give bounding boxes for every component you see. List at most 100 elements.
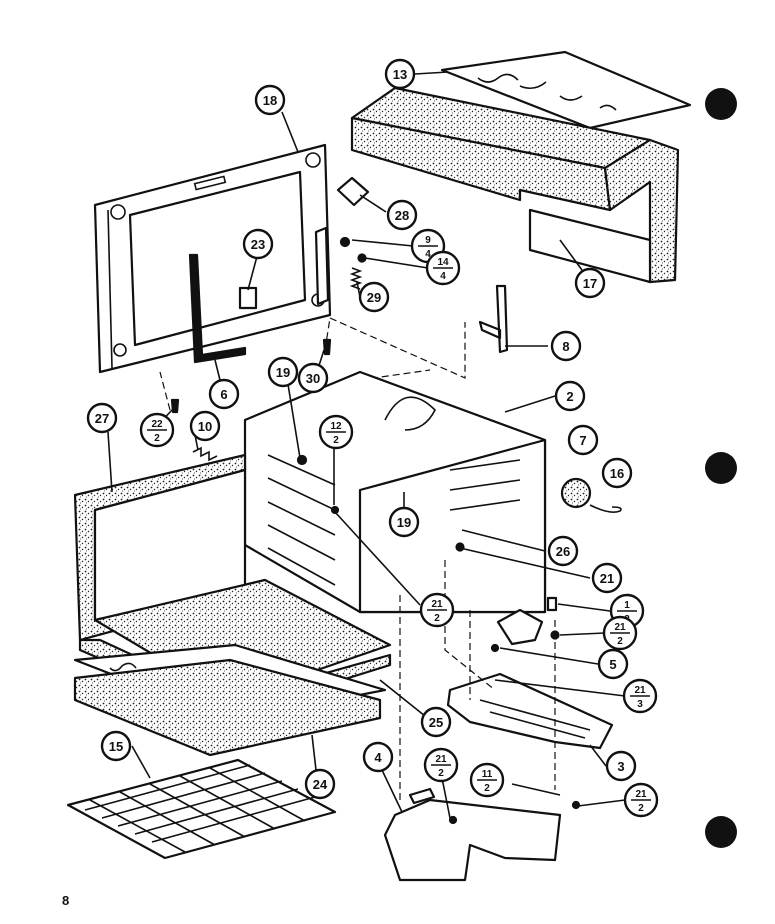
callout-label: 19 <box>397 515 411 530</box>
callout-c24: 24 <box>304 768 336 800</box>
part-clip <box>238 286 258 310</box>
callout-denominator: 2 <box>333 435 339 446</box>
callout-circle <box>605 750 637 782</box>
callout-label: 4 <box>374 750 382 765</box>
binder-hole-bottom <box>705 816 737 848</box>
callout-c2: 2 <box>554 380 586 412</box>
part-screw-22 <box>170 398 180 414</box>
callout-circle <box>254 84 286 116</box>
callout-c21a: 21 <box>591 562 623 594</box>
binder-hole-middle <box>705 452 737 484</box>
callout-label: 5 <box>609 657 616 672</box>
page-number: 8 <box>62 893 70 908</box>
callout-c11_2: 112 <box>469 762 505 798</box>
callout-circle <box>386 199 418 231</box>
callout-denominator: 2 <box>154 433 160 444</box>
callout-label: 21 <box>600 571 614 586</box>
part-small-bracket <box>546 596 558 612</box>
callout-c28: 28 <box>386 199 418 231</box>
callout-c21_2d: 212 <box>623 782 659 818</box>
part-gasket-bracket <box>188 253 247 364</box>
callout-c10: 10 <box>189 410 221 442</box>
callout-circle <box>384 58 416 90</box>
callout-c14_4: 144 <box>425 250 461 286</box>
callout-circle <box>388 506 420 538</box>
callout-c16: 16 <box>601 457 633 489</box>
callout-c19b: 19 <box>388 506 420 538</box>
part-oven-liner <box>243 370 547 614</box>
callout-label: 30 <box>306 371 320 386</box>
part-bottom-plate-clip <box>408 787 436 805</box>
callout-label: 7 <box>579 433 586 448</box>
callout-numerator: 21 <box>634 685 646 696</box>
callout-c27: 27 <box>86 402 118 434</box>
callout-c21_2b: 212 <box>602 615 638 651</box>
callout-label: 16 <box>610 466 624 481</box>
callout-circle <box>591 562 623 594</box>
callout-denominator: 3 <box>637 699 643 710</box>
callout-c29: 29 <box>358 281 390 313</box>
part-side-rail <box>314 226 330 306</box>
callout-denominator: 2 <box>638 803 644 814</box>
part-top-cover-housing <box>350 86 680 284</box>
callout-label: 10 <box>198 419 212 434</box>
callout-circle <box>574 267 606 299</box>
callout-circle <box>547 535 579 567</box>
callout-numerator: 11 <box>482 769 493 780</box>
callout-c6: 6 <box>208 378 240 410</box>
callout-label: 28 <box>395 208 409 223</box>
callout-c21_3: 213 <box>622 678 658 714</box>
part-top-insulation-pad <box>440 50 692 130</box>
callout-c13: 13 <box>384 58 416 90</box>
callout-denominator: 2 <box>617 636 623 647</box>
part-screw-14 <box>357 253 367 263</box>
part-bushing <box>336 176 370 207</box>
part-bottom-panel <box>73 658 382 757</box>
callout-circle <box>550 330 582 362</box>
callout-label: 3 <box>617 759 624 774</box>
part-wire <box>589 504 622 513</box>
callout-circle <box>86 402 118 434</box>
callout-label: 8 <box>562 339 569 354</box>
callout-circle <box>358 281 390 313</box>
callout-label: 2 <box>566 389 573 404</box>
callout-denominator: 2 <box>434 613 440 624</box>
callout-c30: 30 <box>297 362 329 394</box>
callout-numerator: 21 <box>635 789 647 800</box>
callout-numerator: 14 <box>437 257 449 268</box>
part-spring <box>349 267 363 290</box>
callout-numerator: 9 <box>425 235 431 246</box>
part-knob <box>560 477 592 509</box>
callout-label: 13 <box>393 67 407 82</box>
callout-circle <box>100 730 132 762</box>
callout-label: 24 <box>313 777 328 792</box>
callout-circle <box>420 706 452 738</box>
callout-circle <box>189 410 221 442</box>
callout-c5: 5 <box>597 648 629 680</box>
part-bottom-plate <box>383 798 562 882</box>
callout-c18: 18 <box>254 84 286 116</box>
part-thermostat <box>496 608 544 646</box>
callout-c15: 15 <box>100 730 132 762</box>
callout-numerator: 12 <box>330 421 342 432</box>
callout-denominator: 2 <box>484 783 490 794</box>
callout-label: 18 <box>263 93 277 108</box>
callout-label: 25 <box>429 715 443 730</box>
callout-c19a: 19 <box>267 356 299 388</box>
callout-c4: 4 <box>362 741 394 773</box>
callout-label: 6 <box>220 387 227 402</box>
callout-circle <box>304 768 336 800</box>
callout-label: 15 <box>109 739 123 754</box>
callout-numerator: 1 <box>624 600 630 611</box>
callout-label: 23 <box>251 237 265 252</box>
callout-label: 17 <box>583 276 597 291</box>
leader-lines <box>107 71 626 819</box>
callout-circle <box>242 228 274 260</box>
callout-c26: 26 <box>547 535 579 567</box>
callout-circle <box>362 741 394 773</box>
callout-c25: 25 <box>420 706 452 738</box>
binder-hole-top <box>705 88 737 120</box>
part-hinge <box>478 284 509 354</box>
part-door-frame <box>93 143 332 374</box>
